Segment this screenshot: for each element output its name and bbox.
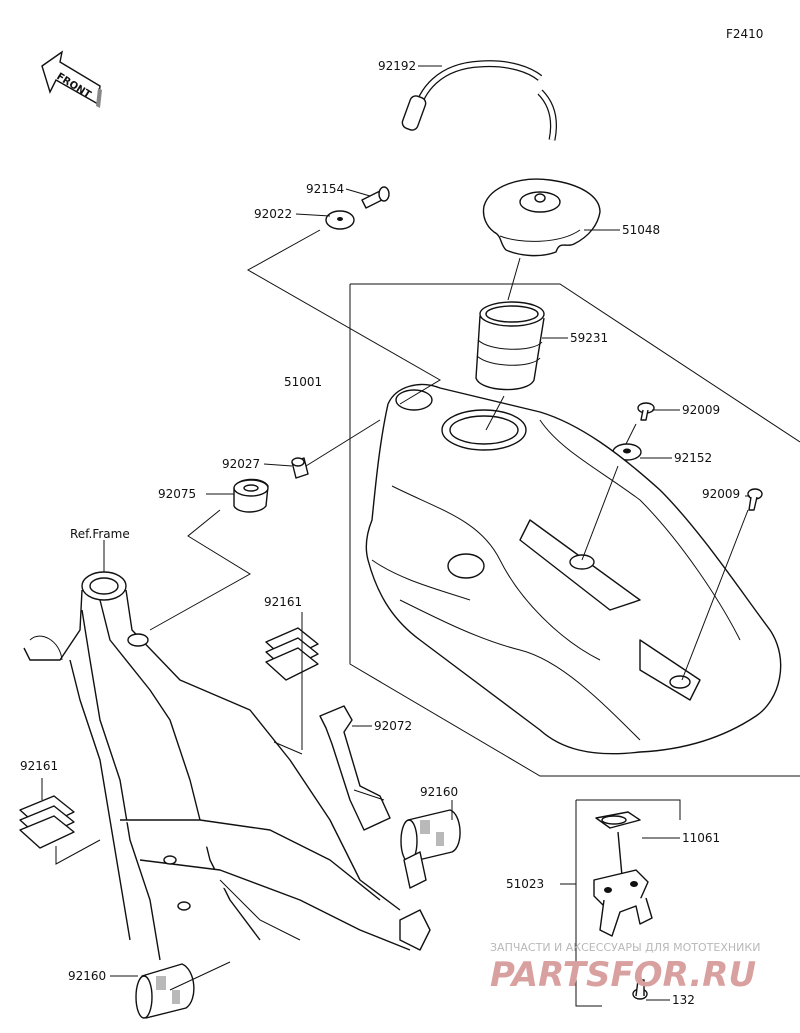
damper-92160-lower-drawing <box>135 963 195 1019</box>
ref-frame-label: Ref.Frame <box>70 527 130 541</box>
part-label-92192[interactable]: 92192 <box>378 59 416 73</box>
part-label-92161-right[interactable]: 92161 <box>264 595 302 609</box>
breather-hose-drawing <box>401 60 557 141</box>
collar-92027-drawing <box>291 457 309 479</box>
fuel-cap-drawing <box>482 178 601 257</box>
part-label-92160-lower[interactable]: 92160 <box>68 969 106 983</box>
damper-92161-left-drawing <box>19 795 75 849</box>
watermark: ЗАПЧАСТИ И АКСЕССУАРЫ ДЛЯ МОТОТЕХНИКИ PA… <box>490 941 760 995</box>
part-label-92027[interactable]: 92027 <box>222 457 260 471</box>
bolt-92009-lower-drawing <box>747 488 763 511</box>
part-label-92161-left[interactable]: 92161 <box>20 759 58 773</box>
leader-lines <box>41 65 800 1007</box>
bolt-92009-upper-drawing <box>637 402 655 421</box>
part-label-51048[interactable]: 51048 <box>622 223 660 237</box>
part-label-51001[interactable]: 51001 <box>284 375 322 389</box>
bolt-92154-drawing <box>361 186 390 209</box>
strap-92072-drawing <box>319 705 391 831</box>
part-label-92160-upper[interactable]: 92160 <box>420 785 458 799</box>
watermark-logo-text: PARTSFOR.RU <box>490 955 756 995</box>
damper-92161-right-drawing <box>265 627 319 681</box>
part-labels: 92192 92154 92022 51048 59231 51001 9200… <box>20 59 740 1007</box>
part-label-51023[interactable]: 51023 <box>506 877 544 891</box>
fuel-tank-drawing <box>365 383 782 755</box>
frame-drawing <box>23 571 431 961</box>
part-label-92154[interactable]: 92154 <box>306 182 344 196</box>
part-label-92075[interactable]: 92075 <box>158 487 196 501</box>
part-label-92022[interactable]: 92022 <box>254 207 292 221</box>
damper-92160-upper-drawing <box>400 809 461 863</box>
filler-neck-drawing <box>475 301 545 391</box>
part-label-132[interactable]: 132 <box>672 993 695 1007</box>
part-label-92152[interactable]: 92152 <box>674 451 712 465</box>
figure-code: F2410 <box>726 27 763 41</box>
part-label-59231[interactable]: 59231 <box>570 331 608 345</box>
front-arrow-icon: FRONT <box>41 50 102 108</box>
watermark-tagline: ЗАПЧАСТИ И АКСЕССУАРЫ ДЛЯ МОТОТЕХНИКИ <box>490 941 760 954</box>
part-label-92009-lower[interactable]: 92009 <box>702 487 740 501</box>
part-label-92072[interactable]: 92072 <box>374 719 412 733</box>
washer-92022-drawing <box>325 210 355 230</box>
part-label-92009-upper[interactable]: 92009 <box>682 403 720 417</box>
fuel-valve-drawing <box>593 811 653 1000</box>
part-label-11061[interactable]: 11061 <box>682 831 720 845</box>
grommet-92075-drawing <box>233 478 269 513</box>
